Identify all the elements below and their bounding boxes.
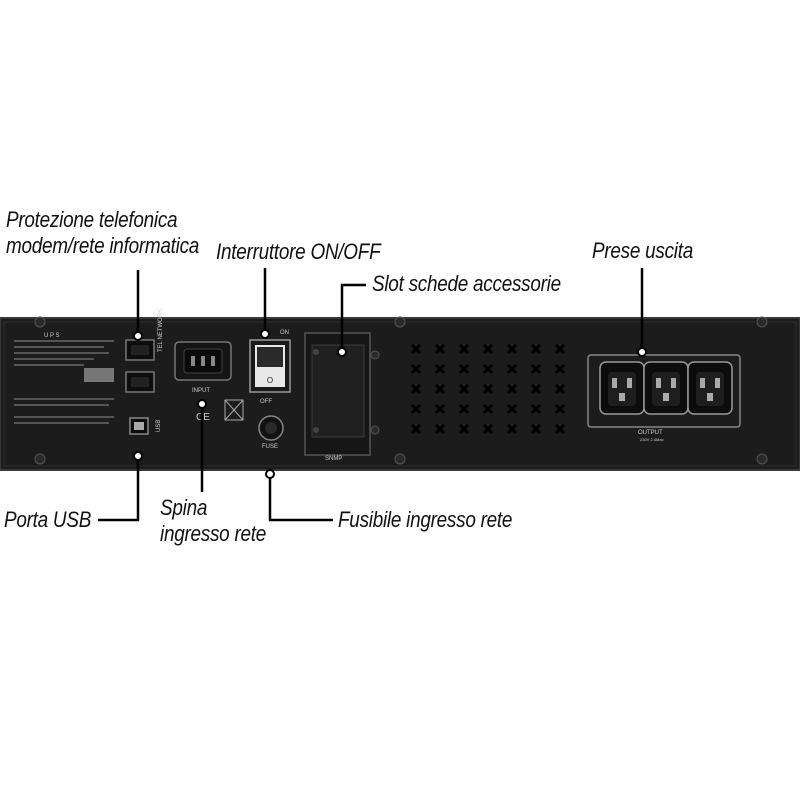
vent-slot	[434, 383, 446, 395]
vent-slot	[410, 363, 422, 375]
ventilation-grille	[410, 343, 566, 435]
vent-slot	[554, 363, 566, 375]
vent-slot	[530, 403, 542, 415]
vent-slot	[458, 343, 470, 355]
vent-slot	[458, 403, 470, 415]
vent-slot	[554, 343, 566, 355]
callout-protezione-line1: Protezione telefonica	[6, 207, 178, 232]
svg-text:SNMP: SNMP	[325, 456, 342, 462]
callout-fusibile: Fusibile ingresso rete	[338, 507, 513, 532]
vent-slot	[458, 383, 470, 395]
vent-slot	[530, 363, 542, 375]
output-sockets: OUTPUT 230V 2.4Max	[587, 354, 741, 442]
ac-input-socket: INPUT	[174, 341, 232, 394]
vent-slot	[482, 423, 494, 435]
vent-slot	[410, 403, 422, 415]
leader-slot	[340, 283, 366, 352]
input-fuse: FUSE	[258, 415, 284, 450]
vent-slot	[506, 423, 518, 435]
usb-port: USB	[129, 417, 162, 435]
vent-slot	[410, 383, 422, 395]
vent-slot	[506, 343, 518, 355]
vent-slot	[482, 383, 494, 395]
callout-spina-line2: ingresso rete	[160, 521, 267, 546]
svg-text:FUSE: FUSE	[262, 444, 278, 450]
callout-interruttore: Interruttore ON/OFF	[216, 239, 381, 264]
svg-text:USB: USB	[156, 420, 162, 432]
vent-slot	[434, 423, 446, 435]
vent-slot	[458, 363, 470, 375]
vent-slot	[554, 423, 566, 435]
vent-slot	[482, 363, 494, 375]
callout-slot: Slot schede accessorie	[372, 271, 561, 296]
callout-spina-line1: Spina	[160, 495, 208, 520]
svg-text:OUTPUT: OUTPUT	[638, 430, 663, 436]
vent-slot	[554, 383, 566, 395]
output-socket-1	[599, 361, 645, 415]
svg-text:U P S: U P S	[44, 333, 60, 339]
vent-slot	[458, 423, 470, 435]
rating-label-sticker: U P S	[14, 333, 114, 424]
svg-text:ON: ON	[280, 330, 289, 336]
callout-leaders	[98, 268, 647, 522]
leader-usb	[98, 456, 140, 522]
vent-slot	[530, 343, 542, 355]
svg-text:INPUT: INPUT	[192, 388, 210, 394]
callout-usb: Porta USB	[4, 507, 92, 532]
vent-slot	[482, 343, 494, 355]
output-socket-2	[643, 361, 689, 415]
vent-slot	[506, 363, 518, 375]
output-socket-3	[687, 361, 733, 415]
svg-text:230V 2.4Max: 230V 2.4Max	[640, 437, 664, 442]
vent-slot	[530, 423, 542, 435]
tel-network-ports: TEL NETWORK	[125, 309, 164, 393]
svg-text:O: O	[267, 376, 273, 385]
vent-slot	[554, 403, 566, 415]
vent-slot	[434, 403, 446, 415]
vent-slot	[434, 363, 446, 375]
vent-slot	[482, 403, 494, 415]
vent-slot	[434, 343, 446, 355]
callout-protezione-line2: modem/rete informatica	[6, 233, 200, 258]
vent-slot	[410, 423, 422, 435]
vent-slot	[506, 403, 518, 415]
chassis-screws	[34, 316, 768, 465]
vent-slot	[530, 383, 542, 395]
svg-text:TEL NETWORK: TEL NETWORK	[158, 309, 164, 352]
vent-slot	[410, 343, 422, 355]
callout-prese: Prese uscita	[592, 238, 694, 263]
svg-text:OFF: OFF	[260, 399, 272, 405]
power-switch: O OFF ON	[249, 330, 291, 405]
callout-protezione: Protezione telefonica modem/rete informa…	[6, 207, 199, 259]
leader-fusibile	[268, 474, 333, 522]
vent-slot	[506, 383, 518, 395]
callout-spina: Spina ingresso rete	[160, 495, 266, 547]
